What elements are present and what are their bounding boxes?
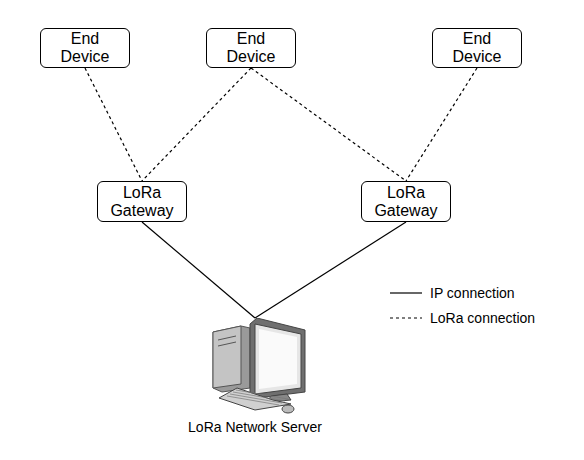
end-device-box: End Device xyxy=(40,28,130,68)
gateway-box: LoRa Gateway xyxy=(361,181,451,222)
lora-link xyxy=(406,68,477,181)
computer-illustration xyxy=(175,318,335,418)
node-label: LoRa Gateway xyxy=(372,184,440,220)
network-server: LoRa Network Server xyxy=(175,318,335,440)
legend-line-sample xyxy=(390,283,424,303)
ip-link xyxy=(142,222,255,318)
lora-link xyxy=(251,68,406,181)
node-label: End Device xyxy=(443,30,511,66)
node-label: End Device xyxy=(217,30,285,66)
node-label: LoRa Gateway xyxy=(108,184,176,220)
end-device-box: End Device xyxy=(206,28,296,68)
end-device-box: End Device xyxy=(432,28,522,68)
legend-line-sample xyxy=(390,308,424,328)
lora-link xyxy=(142,68,251,181)
legend-label: IP connection xyxy=(430,283,515,303)
ip-link xyxy=(255,222,406,318)
legend-label: LoRa connection xyxy=(430,308,535,328)
node-label: LoRa Network Server xyxy=(175,418,335,436)
gateway-box: LoRa Gateway xyxy=(97,181,187,222)
node-label: End Device xyxy=(51,30,119,66)
lora-link xyxy=(85,68,142,181)
